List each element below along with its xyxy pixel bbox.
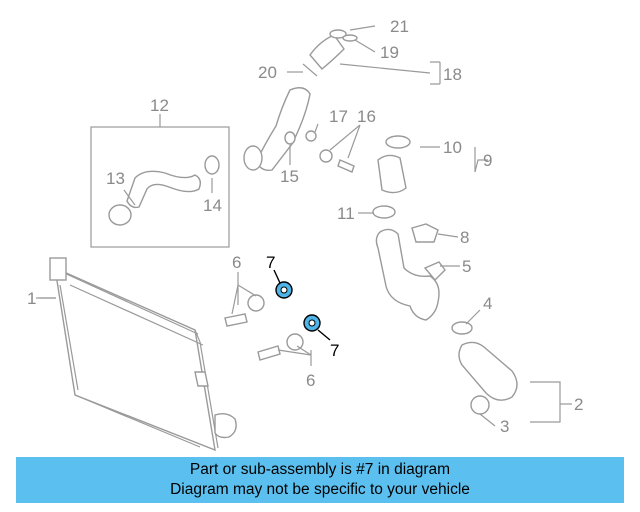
- assembly-box-12: [90, 126, 230, 248]
- callouts: 1 2 3 4 5 6 6 7 7 8 9 10 11 12 13 14 15 …: [27, 17, 583, 436]
- callout-19: 19: [380, 43, 399, 62]
- banner-line-1: Part or sub-assembly is #7 in diagram: [189, 461, 451, 478]
- callout-7b: 7: [330, 341, 339, 360]
- right-hose-assembly: [372, 135, 518, 415]
- callout-17: 17: [329, 107, 348, 126]
- callout-11: 11: [337, 204, 355, 223]
- parts-diagram: 1 2 3 4 5 6 6 7 7 8 9 10 11 12 13 14 15 …: [27, 17, 583, 452]
- info-banner: Part or sub-assembly is #7 in diagram Di…: [16, 457, 624, 503]
- callout-12: 12: [150, 96, 169, 115]
- upper-pipe: [243, 29, 358, 172]
- callout-6a: 6: [232, 253, 241, 272]
- banner-line-2: Diagram may not be specific to your vehi…: [170, 481, 470, 498]
- callout-13: 13: [106, 169, 125, 188]
- callout-7a: 7: [266, 253, 275, 272]
- callout-2: 2: [574, 395, 583, 414]
- callout-10: 10: [443, 138, 462, 157]
- intercooler: [49, 257, 237, 452]
- callout-9: 9: [483, 151, 492, 170]
- leader-lines: [36, 25, 572, 427]
- callout-21: 21: [390, 17, 409, 36]
- callout-1: 1: [27, 289, 36, 308]
- callout-6b: 6: [306, 371, 315, 390]
- fastener-group-16-17: [305, 130, 355, 173]
- callout-16: 16: [357, 107, 376, 126]
- callout-14: 14: [203, 196, 222, 215]
- callout-18: 18: [443, 65, 462, 84]
- callout-5: 5: [462, 257, 471, 276]
- callout-20: 20: [258, 63, 277, 82]
- callout-3: 3: [500, 417, 509, 436]
- callout-15: 15: [280, 167, 299, 186]
- bolts-6: [224, 294, 304, 361]
- callout-4: 4: [483, 294, 492, 313]
- part-7-highlighted: [275, 281, 321, 332]
- callout-8: 8: [460, 228, 469, 247]
